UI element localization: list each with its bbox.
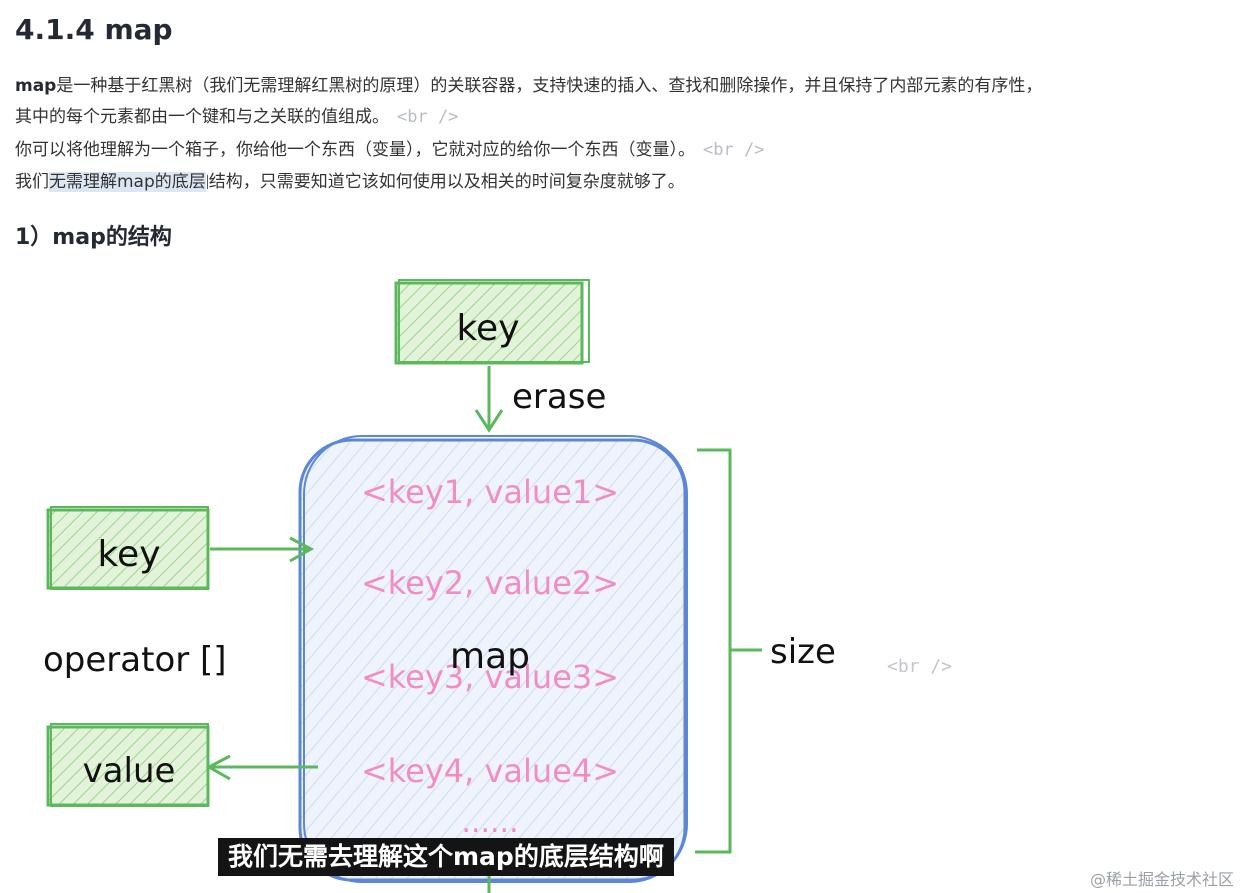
map-to-value-arrow: [205, 754, 318, 781]
video-subtitle-caption: 我们无需去理解这个map的底层结构啊: [218, 838, 674, 876]
left-key-box: key: [46, 506, 210, 590]
paragraph-intro-text: 是一种基于红黑树（我们无需理解红黑树的原理）的关联容器，支持快速的插入、查找和删…: [56, 76, 1043, 96]
paragraph-elements-text: 其中的每个元素都由一个键和与之关联的值组成。: [15, 107, 389, 127]
operator-label: operator []: [43, 640, 227, 680]
key-to-map-arrow: [210, 536, 315, 563]
paragraph-usage[interactable]: 我们无需理解map的底层结构，只需要知道它该如何使用以及相关的时间复杂度就够了。: [15, 166, 685, 198]
entry-2: <key2, value2>: [361, 564, 619, 602]
entry-1: <key1, value1>: [361, 473, 619, 511]
map-keyword: map: [15, 76, 57, 96]
erase-label: erase: [512, 377, 606, 417]
br-tag: <br />: [397, 107, 459, 127]
paragraph-box-analogy: 你可以将他理解为一个箱子，你给他一个东西（变量），它就对应的给你一个东西（变量）…: [15, 134, 764, 166]
entry-4: <key4, value4>: [361, 752, 619, 790]
map-container-box: [298, 435, 688, 883]
paragraph-box-text: 你可以将他理解为一个箱子，你给他一个东西（变量），它就对应的给你一个东西（变量）…: [15, 140, 695, 160]
left-key-label: key: [97, 534, 160, 575]
section-title: 4.1.4 map: [15, 13, 173, 46]
entry-ellipsis: ......: [461, 805, 518, 840]
subsection-title: 1）map的结构: [15, 225, 172, 250]
paragraph-elements: 其中的每个元素都由一个键和与之关联的值组成。 <br />: [15, 101, 458, 133]
text-selection-highlight[interactable]: 无需理解map的底层: [49, 172, 206, 192]
br-tag: <br />: [703, 140, 765, 160]
ai-badge: AI: [710, 838, 720, 847]
entry-3: <key3, value3>: [361, 658, 619, 696]
text-cursor-icon: [206, 175, 208, 189]
paragraph-usage-suffix: 结构，只需要知道它该如何使用以及相关的时间复杂度就够了。: [208, 172, 685, 192]
map-label: map: [450, 636, 530, 677]
erase-arrow: [474, 366, 504, 433]
value-label: value: [83, 751, 176, 791]
top-key-label: key: [456, 308, 519, 349]
br-tag-trailing: <br />: [887, 656, 953, 677]
top-key-box: key: [394, 279, 590, 365]
value-box: value: [46, 723, 210, 807]
paragraph-intro: map是一种基于红黑树（我们无需理解红黑树的原理）的关联容器，支持快速的插入、查…: [15, 70, 1042, 102]
site-watermark: @稀土掘金技术社区: [1089, 870, 1234, 889]
size-label: size: [770, 632, 836, 672]
paragraph-usage-prefix: 我们: [15, 172, 49, 192]
size-bracket: [695, 448, 762, 854]
map-structure-diagram: key erase <key1, value1> <key2, value2> …: [43, 279, 836, 893]
